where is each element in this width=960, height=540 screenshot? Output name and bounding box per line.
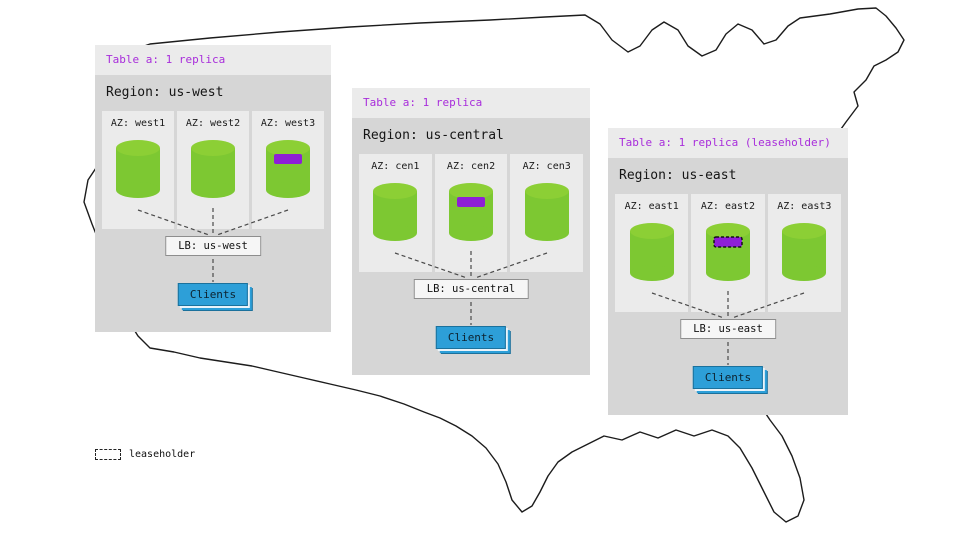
- region-label: Region: us-east: [619, 168, 737, 183]
- database-cylinder-with-leaseholder: [705, 223, 750, 281]
- region-panel-us-east: Table a: 1 replica (leaseholder) Region:…: [608, 128, 848, 415]
- az-box-cen1: AZ: cen1: [359, 154, 432, 272]
- database-cylinder: [524, 183, 569, 241]
- clients-box: Clients: [177, 283, 249, 306]
- az-label: AZ: west1: [110, 118, 166, 129]
- clients-box: Clients: [692, 366, 764, 389]
- az-label: AZ: cen2: [446, 161, 496, 172]
- database-cylinder: [373, 183, 418, 241]
- az-box-west3: AZ: west3: [252, 111, 324, 229]
- legend-label: leaseholder: [129, 449, 196, 460]
- load-balancer-box: LB: us-west: [165, 236, 261, 256]
- az-row: AZ: cen1 AZ: cen2 AZ: cen3: [359, 154, 584, 272]
- database-cylinder: [191, 140, 235, 198]
- database-cylinder-with-replica: [266, 140, 310, 198]
- database-cylinder: [782, 223, 827, 281]
- az-box-west1: AZ: west1: [102, 111, 174, 229]
- az-box-east1: AZ: east1: [615, 194, 689, 312]
- database-cylinder-with-replica: [449, 183, 493, 241]
- region-panel-us-west: Table a: 1 replica Region: us-west AZ: w…: [95, 45, 331, 332]
- az-label: AZ: east1: [624, 201, 679, 212]
- database-cylinder: [629, 223, 674, 281]
- table-replica-title: Table a: 1 replica: [95, 45, 331, 75]
- replica-range-marker: [274, 154, 302, 164]
- az-label: AZ: west2: [185, 118, 241, 129]
- az-box-east2: AZ: east2: [691, 194, 765, 312]
- az-label: AZ: cen1: [371, 161, 420, 172]
- leaseholder-swatch-icon: [95, 449, 121, 460]
- clients-box: Clients: [435, 326, 507, 349]
- az-label: AZ: east3: [777, 201, 832, 212]
- az-box-west2: AZ: west2: [177, 111, 249, 229]
- az-label: AZ: west3: [260, 118, 316, 129]
- az-label: AZ: east2: [700, 201, 756, 212]
- az-box-cen3: AZ: cen3: [510, 154, 584, 272]
- region-panel-us-central: Table a: 1 replica Region: us-central AZ…: [352, 88, 590, 375]
- replica-range-marker: [457, 197, 485, 207]
- region-label: Region: us-central: [363, 128, 504, 143]
- table-replica-title: Table a: 1 replica (leaseholder): [608, 128, 848, 158]
- az-row: AZ: west1 AZ: west2 AZ: west3: [102, 111, 324, 229]
- database-cylinder: [116, 140, 160, 198]
- az-box-cen2: AZ: cen2: [434, 154, 508, 272]
- region-label: Region: us-west: [106, 85, 224, 100]
- az-row: AZ: east1 AZ: east2 AZ: east3: [615, 194, 841, 312]
- legend: leaseholder: [95, 449, 195, 460]
- az-label: AZ: cen3: [522, 161, 571, 172]
- table-replica-title: Table a: 1 replica: [352, 88, 590, 118]
- load-balancer-box: LB: us-east: [680, 319, 776, 339]
- leaseholder-range-marker: [713, 236, 743, 248]
- load-balancer-box: LB: us-central: [413, 279, 529, 299]
- az-box-east3: AZ: east3: [767, 194, 841, 312]
